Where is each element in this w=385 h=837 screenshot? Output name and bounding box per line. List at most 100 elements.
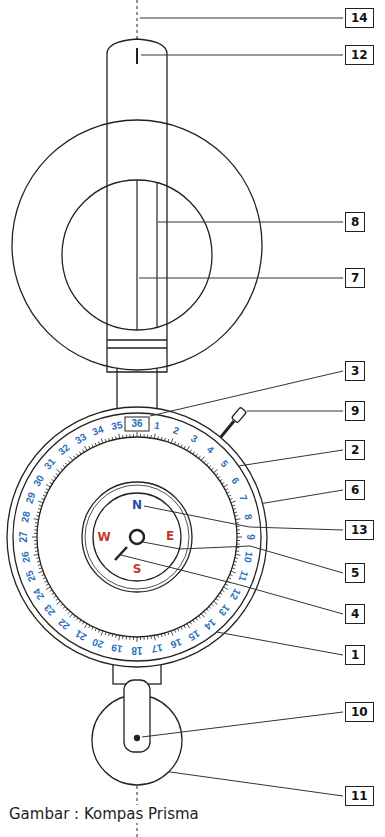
dial-tick bbox=[232, 567, 235, 569]
dial-tick bbox=[233, 508, 236, 510]
callout-box: 1 bbox=[345, 645, 365, 665]
dial-tick bbox=[44, 581, 47, 582]
dial-tick bbox=[199, 456, 201, 458]
callout-box: 4 bbox=[345, 604, 365, 624]
dial-tick bbox=[222, 590, 225, 592]
dial-tick bbox=[140, 637, 141, 640]
callout-box: 9 bbox=[345, 401, 365, 421]
dial-tick bbox=[181, 627, 182, 630]
dial-tick bbox=[56, 599, 58, 601]
callout-number: 3 bbox=[351, 363, 359, 379]
axis-line bbox=[137, 0, 138, 40]
leader-line bbox=[169, 772, 343, 796]
vane-base-line bbox=[107, 347, 167, 348]
callout-number: 5 bbox=[351, 565, 359, 581]
dial-tick bbox=[38, 501, 43, 503]
dial-tick bbox=[43, 578, 46, 579]
leader-line bbox=[247, 411, 343, 412]
dial-tick bbox=[187, 446, 190, 450]
dial-tick bbox=[46, 584, 49, 585]
dial-tick bbox=[79, 452, 81, 454]
dial-tick bbox=[161, 634, 163, 637]
dial-tick bbox=[85, 446, 88, 450]
callout-number: 7 bbox=[351, 270, 359, 286]
dial-tick bbox=[98, 442, 99, 445]
dial-tick bbox=[74, 456, 76, 458]
cardinal-letter: S bbox=[133, 563, 142, 575]
dial-number: 27 bbox=[19, 531, 29, 542]
dial-tick bbox=[98, 630, 99, 633]
outer-ring bbox=[7, 407, 267, 667]
dial-tick bbox=[232, 505, 235, 507]
dial-tick bbox=[193, 452, 195, 454]
dial-tick bbox=[184, 446, 185, 449]
dial-tick bbox=[228, 578, 231, 579]
dial-tick bbox=[140, 434, 141, 437]
cardinal-letter: W bbox=[97, 531, 110, 543]
dial-tick bbox=[38, 571, 43, 573]
dial-tick bbox=[211, 604, 213, 606]
dial-tick bbox=[70, 614, 73, 618]
dial-tick bbox=[234, 512, 237, 514]
dial-tick bbox=[56, 474, 58, 476]
dial-tick bbox=[37, 561, 40, 563]
dial-tick bbox=[112, 437, 114, 440]
cardinal-letter: N bbox=[132, 499, 142, 511]
dial-tick bbox=[76, 618, 78, 620]
dial-tick bbox=[129, 637, 130, 640]
callout-number: 8 bbox=[351, 214, 359, 230]
dial-tick bbox=[204, 611, 206, 613]
dial-number: 26 bbox=[20, 550, 32, 563]
dial-tick bbox=[235, 554, 240, 556]
dial-tick bbox=[63, 606, 65, 608]
dial-tick bbox=[63, 465, 65, 467]
dial-tick bbox=[236, 547, 239, 548]
dial-tick bbox=[76, 454, 78, 456]
dial-tick bbox=[35, 550, 38, 551]
index-window bbox=[125, 417, 149, 431]
dial-tick bbox=[150, 636, 151, 639]
dial-tick bbox=[237, 533, 240, 534]
dial-tick bbox=[108, 438, 110, 441]
dial-tick bbox=[236, 550, 239, 551]
callout-box: 3 bbox=[345, 361, 365, 381]
dial-tick bbox=[196, 454, 198, 456]
leader-line bbox=[140, 18, 343, 19]
dial-tick bbox=[178, 443, 179, 446]
dial-tick bbox=[150, 435, 151, 438]
dial-tick bbox=[154, 434, 156, 439]
rose-ring bbox=[82, 482, 192, 592]
callout-number: 12 bbox=[351, 47, 368, 63]
dial-tick bbox=[201, 457, 204, 461]
dial-number: 36 bbox=[131, 419, 142, 429]
dial-tick bbox=[115, 436, 117, 439]
callout-number: 6 bbox=[351, 482, 359, 498]
sighting-vane bbox=[107, 39, 167, 372]
dial-tick bbox=[101, 438, 103, 443]
callout-box: 2 bbox=[345, 440, 365, 460]
dial-tick bbox=[82, 450, 84, 453]
dial-tick bbox=[101, 631, 103, 636]
dial-tick bbox=[227, 492, 230, 493]
dial-tick bbox=[39, 505, 42, 507]
dial-tick bbox=[54, 476, 56, 478]
dial-tick bbox=[167, 439, 169, 442]
callout-number: 9 bbox=[351, 403, 359, 419]
leader-line bbox=[141, 55, 343, 56]
dial-tick bbox=[184, 625, 185, 628]
dial-tick bbox=[147, 435, 148, 438]
pivot bbox=[130, 530, 144, 544]
dial-tick bbox=[38, 564, 41, 566]
dial-tick bbox=[161, 437, 163, 440]
dial-tick bbox=[164, 438, 166, 441]
dial-tick bbox=[214, 601, 218, 604]
dial-tick bbox=[68, 611, 70, 613]
dial-tick bbox=[122, 636, 123, 639]
dial-tick bbox=[74, 616, 76, 618]
dial-tick bbox=[118, 434, 120, 439]
callout-box: 13 bbox=[345, 520, 374, 540]
leader-line bbox=[217, 632, 343, 655]
dial-tick bbox=[105, 632, 107, 635]
dial-tick bbox=[50, 482, 53, 484]
dial-tick bbox=[164, 633, 166, 636]
